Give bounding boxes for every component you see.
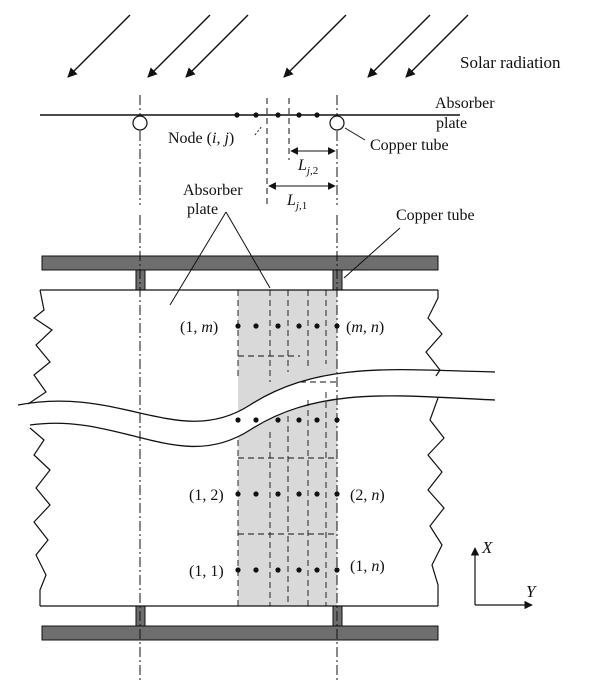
node-dot — [314, 323, 320, 329]
node-dot — [253, 112, 259, 118]
node-2n-label: (2, n) — [350, 487, 385, 504]
node-dot — [296, 491, 302, 497]
node-1n-label: (1, n) — [350, 558, 385, 575]
node-dot — [253, 417, 259, 423]
node-dot — [296, 323, 302, 329]
node-dot — [235, 567, 241, 573]
copper-tube-left — [132, 115, 148, 131]
copper-tube-right — [329, 115, 345, 131]
copper-tube-leader-mid — [343, 227, 401, 279]
break-band — [18, 369, 495, 447]
node-11-label: (1, 1) — [189, 563, 224, 580]
break-line-upper — [17, 369, 496, 422]
node-dot — [314, 417, 320, 423]
plate-break-right-lower — [427, 397, 445, 606]
break-line-lower — [29, 395, 496, 448]
node-dot — [314, 567, 320, 573]
x-axis-label: X — [481, 538, 493, 557]
node-dot — [334, 417, 340, 423]
node-12-label: (1, 2) — [189, 487, 224, 504]
copper-tube-mid-label: Copper tube — [396, 207, 475, 224]
radiation-arrow — [405, 14, 469, 78]
node-1m-label: (1, m) — [180, 319, 218, 336]
node-dot — [275, 323, 281, 329]
node-dot — [296, 567, 302, 573]
node-dot — [296, 112, 302, 118]
axis-indicator — [470, 547, 533, 610]
node-row-2 — [235, 491, 340, 497]
node-dot — [296, 417, 302, 423]
node-dot — [253, 491, 259, 497]
node-dot — [334, 323, 340, 329]
y-axis-label: Y — [526, 582, 537, 601]
solar-radiation-arrows — [67, 14, 469, 78]
node-dot — [275, 491, 281, 497]
node-dot — [235, 323, 241, 329]
radiation-arrow — [185, 14, 249, 78]
radiation-arrow — [67, 14, 131, 78]
node-dot — [235, 417, 241, 423]
node-row-1 — [235, 567, 340, 573]
radiation-arrow — [283, 14, 347, 78]
Lj1-label: Lj,1 — [286, 192, 307, 212]
node-dot — [253, 323, 259, 329]
header-tube-top — [41, 255, 439, 271]
node-ij-label: Node (i, j) — [168, 130, 234, 147]
absorber-leader-2 — [225, 211, 271, 289]
copper-tube-top-label: Copper tube — [370, 137, 449, 154]
node-dot — [275, 112, 281, 118]
Lj2-label: Lj,2 — [297, 157, 318, 177]
header-tube-bottom — [41, 625, 439, 641]
plate-break-left-upper — [27, 289, 53, 405]
plate-break-left-lower — [29, 427, 51, 606]
node-dot — [275, 417, 281, 423]
absorber-plate-top-label-1: Absorber — [435, 95, 495, 112]
node-leader — [254, 125, 263, 136]
node-dot — [253, 567, 259, 573]
absorber-plate-mid-label-2: plate — [187, 201, 218, 218]
node-dot — [314, 491, 320, 497]
absorber-plate-mid-label-1: Absorber — [183, 182, 243, 199]
plan-view — [17, 211, 496, 680]
node-dot — [334, 491, 340, 497]
node-row-3 — [235, 417, 340, 423]
radiation-arrow — [147, 14, 211, 78]
node-dot — [334, 567, 340, 573]
absorber-leader-1 — [169, 211, 227, 306]
copper-tube-leader-top — [344, 127, 366, 141]
node-row-m — [235, 323, 340, 329]
grid-lines — [237, 290, 337, 606]
node-dot — [314, 112, 320, 118]
node-dot — [234, 112, 240, 118]
node-dot — [235, 491, 241, 497]
absorber-plate-top-label-2: plate — [436, 115, 467, 132]
top-cross-section — [40, 95, 460, 208]
grid-strip — [238, 290, 337, 606]
node-mn-label: (m, n) — [346, 319, 384, 336]
radiation-arrow — [367, 14, 431, 78]
solar-radiation-label: Solar radiation — [460, 53, 561, 72]
node-dot — [275, 567, 281, 573]
